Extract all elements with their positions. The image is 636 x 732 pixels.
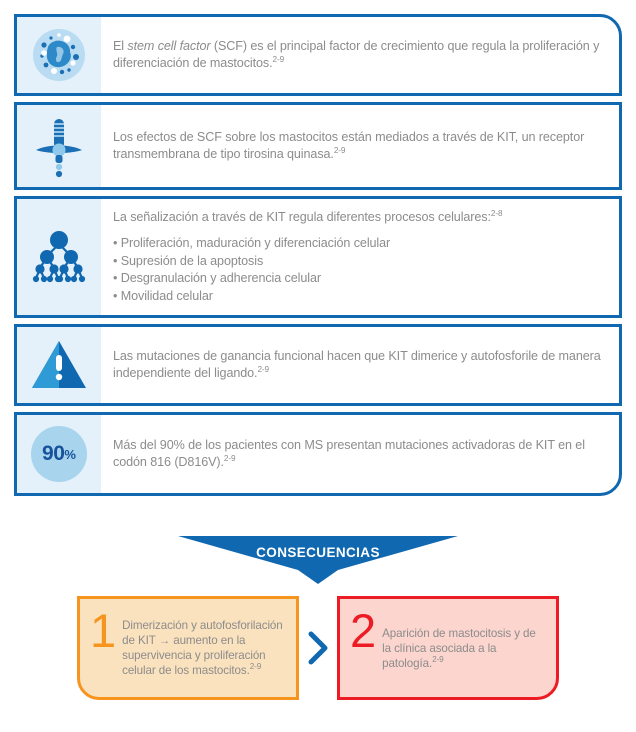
consequence-2-text-content: Aparición de mastocitosis y de la clínic… bbox=[382, 626, 536, 670]
consequences-row: 1 Dimerización y autofosforilación de KI… bbox=[0, 596, 636, 700]
list-item: Supresión de la apoptosis bbox=[113, 253, 605, 271]
consequence-2-number: 2 bbox=[350, 604, 377, 657]
card-4-reference: 2-9 bbox=[257, 364, 270, 374]
card-3-text: La señalización a través de KIT regula d… bbox=[113, 209, 605, 226]
banner-arrow-shape bbox=[178, 536, 458, 584]
consequences-banner-wrap: CONSECUENCIAS bbox=[0, 536, 636, 584]
icon-panel bbox=[17, 199, 101, 315]
list-item: Desgranulación y adherencia celular bbox=[113, 270, 605, 288]
consequence-1-reference: 2-9 bbox=[249, 662, 262, 672]
consequence-1-text-content: Dimerización y autofosforilación de KIT … bbox=[122, 619, 283, 677]
card-scf-mast-cell: El stem cell factor (SCF) es el principa… bbox=[14, 14, 622, 96]
mast-cell-icon bbox=[29, 25, 89, 85]
card-5-text-content: Más del 90% de los pacientes con MS pres… bbox=[113, 438, 585, 469]
banner-label: CONSECUENCIAS bbox=[256, 545, 380, 560]
percent-badge-icon: 90% bbox=[31, 426, 87, 482]
list-item: Movilidad celular bbox=[113, 288, 605, 306]
consequence-box-2: 2 Aparición de mastocitosis y de la clín… bbox=[337, 596, 559, 700]
percent-sign: % bbox=[64, 446, 76, 462]
card-1-text-emphasis: stem cell factor bbox=[127, 39, 211, 53]
card-text-area: Las mutaciones de ganancia funcional hac… bbox=[101, 327, 619, 403]
card-3-reference: 2-8 bbox=[490, 208, 503, 218]
card-kit-signaling: La señalización a través de KIT regula d… bbox=[14, 196, 622, 318]
card-5-text: Más del 90% de los pacientes con MS pres… bbox=[113, 437, 605, 471]
card-text-area: Más del 90% de los pacientes con MS pres… bbox=[101, 415, 619, 493]
card-d816v-statistic: 90% Más del 90% de los pacientes con MS … bbox=[14, 412, 622, 496]
cards-stack: El stem cell factor (SCF) es el principa… bbox=[14, 14, 622, 496]
icon-panel bbox=[17, 105, 101, 187]
icon-panel bbox=[17, 327, 101, 403]
card-text-area: El stem cell factor (SCF) es el principa… bbox=[101, 17, 619, 93]
card-gain-of-function: Las mutaciones de ganancia funcional hac… bbox=[14, 324, 622, 406]
card-1-text-pre: El bbox=[113, 39, 128, 53]
card-3-bullet-list: Proliferación, maduración y diferenciaci… bbox=[113, 235, 605, 305]
consequence-2-text: Aparición de mastocitosis y de la clínic… bbox=[382, 626, 544, 671]
card-4-text: Las mutaciones de ganancia funcional hac… bbox=[113, 348, 605, 382]
card-4-text-content: Las mutaciones de ganancia funcional hac… bbox=[113, 349, 601, 380]
card-1-text-post: (SCF) es el principal factor de crecimie… bbox=[113, 39, 600, 70]
card-3-text-content: La señalización a través de KIT regula d… bbox=[113, 210, 491, 224]
card-2-reference: 2-9 bbox=[333, 145, 346, 155]
card-2-text: Los efectos de SCF sobre los mastocitos … bbox=[113, 129, 605, 163]
list-item: Proliferación, maduración y diferenciaci… bbox=[113, 235, 605, 253]
consequence-box-1: 1 Dimerización y autofosforilación de KI… bbox=[77, 596, 299, 700]
card-kit-receptor: Los efectos de SCF sobre los mastocitos … bbox=[14, 102, 622, 190]
card-5-reference: 2-9 bbox=[223, 453, 236, 463]
consequence-1-text: Dimerización y autofosforilación de KIT … bbox=[122, 618, 284, 678]
consequence-1-number: 1 bbox=[90, 604, 117, 657]
consequences-banner: CONSECUENCIAS bbox=[178, 536, 458, 584]
cell-proliferation-icon bbox=[28, 226, 90, 288]
card-1-reference: 2-9 bbox=[272, 54, 285, 64]
warning-triangle-icon bbox=[29, 338, 89, 392]
card-2-text-content: Los efectos de SCF sobre los mastocitos … bbox=[113, 130, 585, 161]
chevron-right-icon bbox=[299, 596, 337, 700]
card-1-text: El stem cell factor (SCF) es el principa… bbox=[113, 38, 605, 72]
icon-panel: 90% bbox=[17, 415, 101, 493]
card-text-area: Los efectos de SCF sobre los mastocitos … bbox=[101, 105, 619, 187]
kit-receptor-icon bbox=[30, 112, 88, 180]
consequence-2-reference: 2-9 bbox=[432, 654, 444, 664]
icon-panel bbox=[17, 17, 101, 93]
percent-value: 90 bbox=[42, 442, 65, 465]
card-text-area: La señalización a través de KIT regula d… bbox=[101, 199, 619, 315]
